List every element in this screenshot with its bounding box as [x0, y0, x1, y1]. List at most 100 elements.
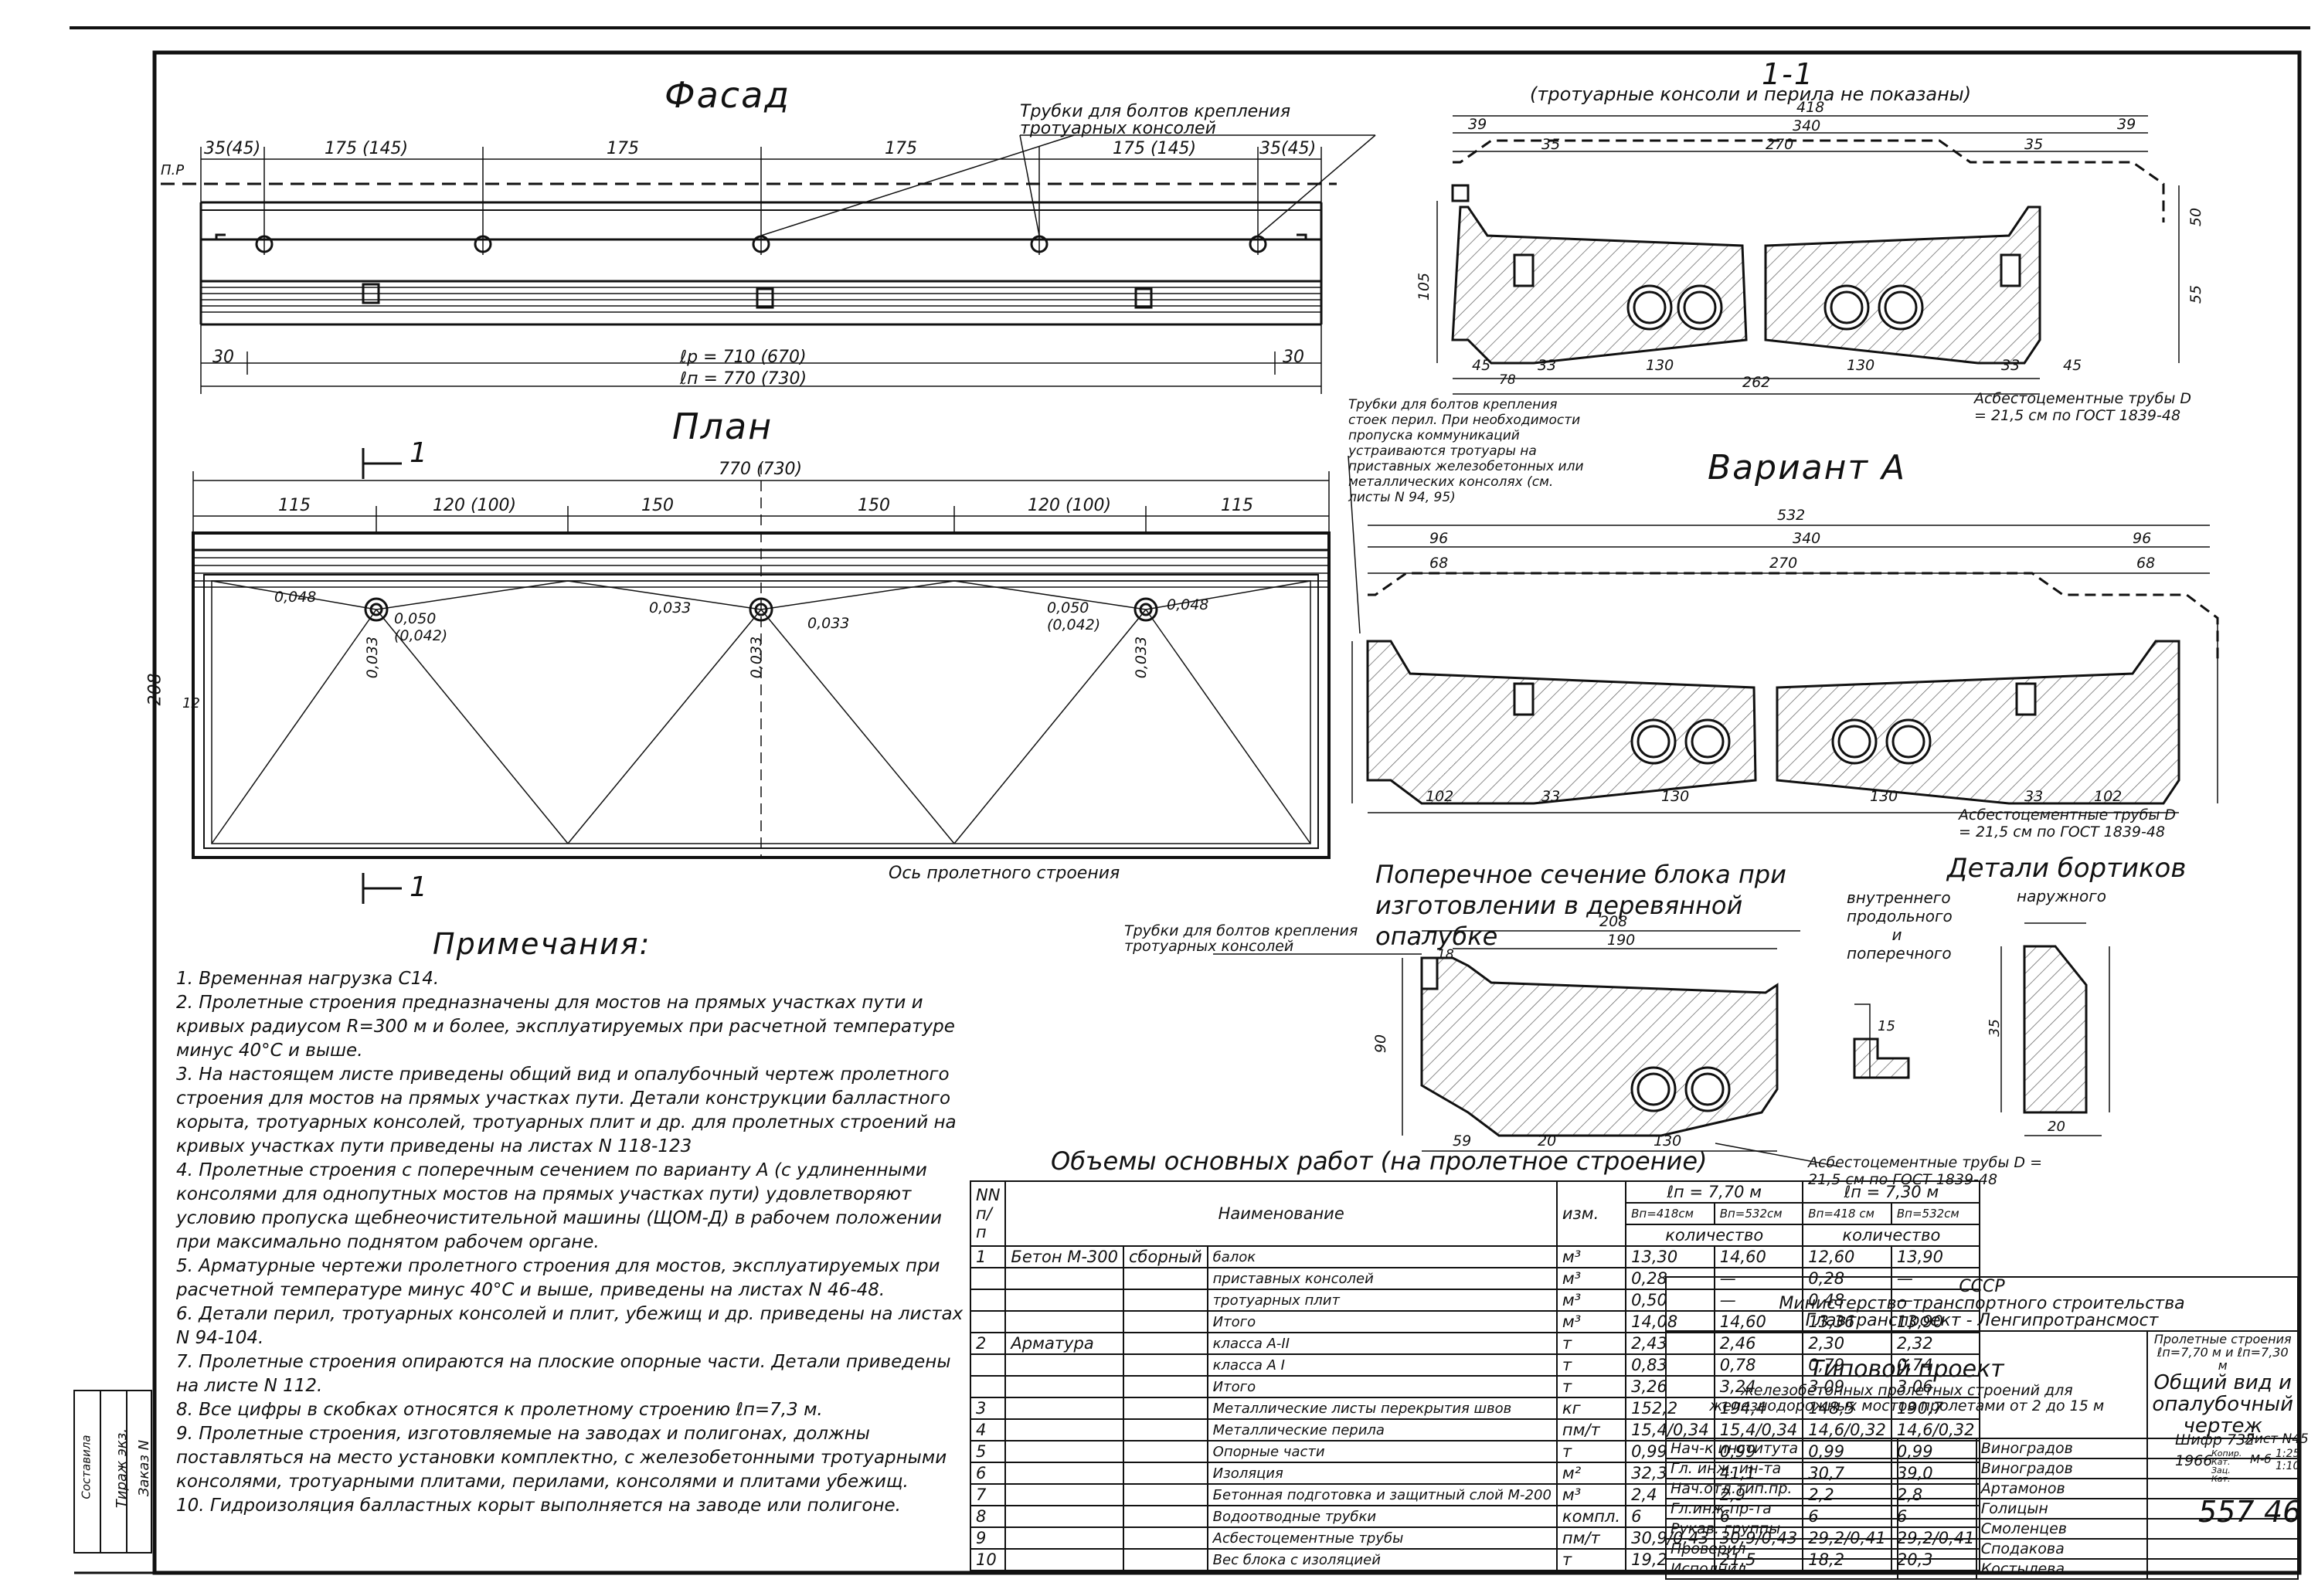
plan-slope-3: 0,033	[649, 599, 692, 616]
bort-details-inner: внутреннего продольного и поперечного	[1847, 888, 1953, 963]
works-cell-sub	[1123, 1375, 1208, 1398]
works-cell-group	[1004, 1397, 1125, 1420]
bort-details-drawing	[1853, 922, 2110, 1136]
plan-drawing	[154, 448, 1331, 904]
section-1-1-dim-1: 39	[1468, 116, 1487, 133]
section-1-1-dim-b6: 45	[2063, 357, 2082, 374]
works-cell-unit: м³	[1555, 1483, 1627, 1506]
stamp-list: Лист N45	[2245, 1431, 2309, 1447]
stamp-role: Проверил	[1665, 1538, 1898, 1560]
works-cell-name: Асбестоцементные трубы	[1206, 1526, 1558, 1550]
facade-dim-5: 175 (145)	[1113, 139, 1197, 158]
section-1-1-pipes-note: Асбестоцементные трубы D = 21,5 см по ГО…	[1974, 390, 2192, 424]
stamp-signature	[1896, 1518, 1977, 1540]
stamp-signature	[1896, 1498, 1977, 1520]
section-1-1-dim-h3: 50	[2187, 207, 2205, 227]
works-cell-n: 4	[969, 1418, 1007, 1441]
works-cell-unit: т	[1555, 1332, 1627, 1355]
works-cell-name: балок	[1206, 1245, 1558, 1268]
variant-a-title: Вариант А	[1708, 448, 1907, 487]
works-cell-sub	[1123, 1462, 1208, 1485]
stamp-scale1: 1:25	[2276, 1448, 2300, 1460]
note-item-7: 7. Пролетные строения опираются на плоск…	[176, 1352, 951, 1396]
plan-dim-1: 115	[278, 496, 311, 515]
works-cell-name: Изоляция	[1206, 1462, 1558, 1485]
works-cell-sub	[1123, 1483, 1208, 1506]
stamp-role: Исполнил	[1665, 1558, 1898, 1580]
works-cell-name: Водоотводные трубки	[1206, 1505, 1558, 1528]
works-cell-unit: м³	[1555, 1245, 1627, 1268]
stamp-signature	[1896, 1538, 1977, 1560]
works-head-qty-2: количество	[1802, 1224, 1981, 1247]
sidebar-strip	[73, 1390, 152, 1554]
stamp-role-name: Виноградов	[1975, 1458, 2149, 1479]
facade-title: Фасад	[664, 74, 791, 116]
works-cell-name: Металлические перила	[1206, 1418, 1558, 1441]
variant-a-dim-mid: 340	[1793, 530, 1821, 547]
works-cell-name: Итого	[1206, 1310, 1558, 1333]
block-section-title: Поперечное сечение блока при изготовлени…	[1375, 860, 1786, 951]
works-cell-sub	[1123, 1440, 1208, 1463]
block-section-dim-c: 20	[1538, 1132, 1557, 1149]
stamp-role: Нач-к института	[1665, 1438, 1898, 1459]
works-cell-unit: м²	[1555, 1462, 1627, 1485]
works-cell-n	[969, 1310, 1007, 1333]
plan-dim-total: 770 (730)	[719, 460, 803, 479]
plan-slope-4: 0,033	[807, 615, 850, 632]
facade-dim-6: 35(45)	[1259, 139, 1317, 158]
section-1-1-dim-b1: 45	[1472, 357, 1491, 374]
section-1-1-dim-total: 418	[1796, 99, 1825, 116]
works-cell-name: Опорные части	[1206, 1440, 1558, 1463]
works-cell-v1: 13,30	[1625, 1245, 1715, 1268]
block-section-dim-b: 59	[1453, 1132, 1472, 1149]
works-cell-name: Бетонная подготовка и защитный слой М-20…	[1206, 1483, 1558, 1506]
section-1-1-dim-w1: 270	[1766, 136, 1794, 153]
note-item-9: 9. Пролетные строения, изготовляемые на …	[176, 1424, 947, 1492]
facade-dim-lp: ℓр = 710 (670)	[680, 348, 807, 367]
works-cell-sub	[1123, 1353, 1208, 1377]
bort-details-dim-a: 15	[1878, 1018, 1895, 1034]
works-cell-unit: м³	[1555, 1267, 1627, 1290]
note-item-8: 8. Все цифры в скобках относятся к проле…	[176, 1400, 823, 1420]
stamp-cell	[2146, 1498, 2299, 1520]
stamp-role-row: Гл. инж. ин-та Виноградов	[1665, 1458, 2299, 1479]
stamp-role: Рукав. группы	[1665, 1518, 1898, 1540]
works-cell-sub	[1123, 1548, 1208, 1571]
section-1-1-dim-b4: 130	[1847, 357, 1875, 374]
block-section-dim-d: 130	[1654, 1132, 1682, 1149]
works-cell-unit: компл.	[1555, 1505, 1627, 1528]
plan-slope-v3: 0,033	[1133, 636, 1151, 679]
works-cell-group	[1004, 1310, 1125, 1333]
block-section-drawing	[1213, 930, 1840, 1167]
bort-details-dim-b: 20	[2048, 1119, 2065, 1135]
stamp-sheet-title: Общий вид и опалубочный чертеж	[2152, 1371, 2293, 1438]
works-cell-n: 10	[969, 1548, 1007, 1571]
works-cell-unit: т	[1555, 1440, 1627, 1463]
works-head-ln1: ℓп = 7,70 м	[1625, 1180, 1804, 1204]
works-cell-group	[1004, 1548, 1125, 1571]
works-cell-sub	[1123, 1418, 1208, 1441]
works-head-qty-1: количество	[1625, 1224, 1804, 1247]
works-cell-v4: 13,90	[1890, 1245, 1981, 1268]
block-section-dim-h: 90	[1372, 1034, 1390, 1054]
stamp-role-row: Нач.отд.тип.пр.Артамонов	[1665, 1478, 2299, 1499]
block-section-dim-w: 190	[1607, 932, 1636, 949]
stamp-role: Гл.инж.пр-та	[1665, 1498, 1898, 1520]
note-item-5: 5. Арматурные чертежи пролетного строени…	[176, 1256, 940, 1300]
works-cell-sub	[1123, 1289, 1208, 1312]
facade-drawing	[161, 134, 1376, 394]
variant-a-drawing	[1348, 455, 2219, 813]
plan-title: План	[672, 406, 773, 447]
works-cell-n: 1	[969, 1245, 1007, 1268]
stamp-cell	[2146, 1538, 2299, 1560]
stamp-scale2: 1:10	[2276, 1460, 2300, 1472]
variant-a-dim-b4: 130	[1870, 788, 1898, 805]
works-cell-name: Металлические листы перекрытия швов	[1206, 1397, 1558, 1420]
plan-section-mark-bottom: 1	[410, 871, 427, 903]
works-cell-group	[1004, 1375, 1125, 1398]
stamp-org2: Министерство транспортного строительства	[1779, 1294, 2185, 1313]
stamp-role: Гл. инж. ин-та	[1665, 1458, 1898, 1479]
